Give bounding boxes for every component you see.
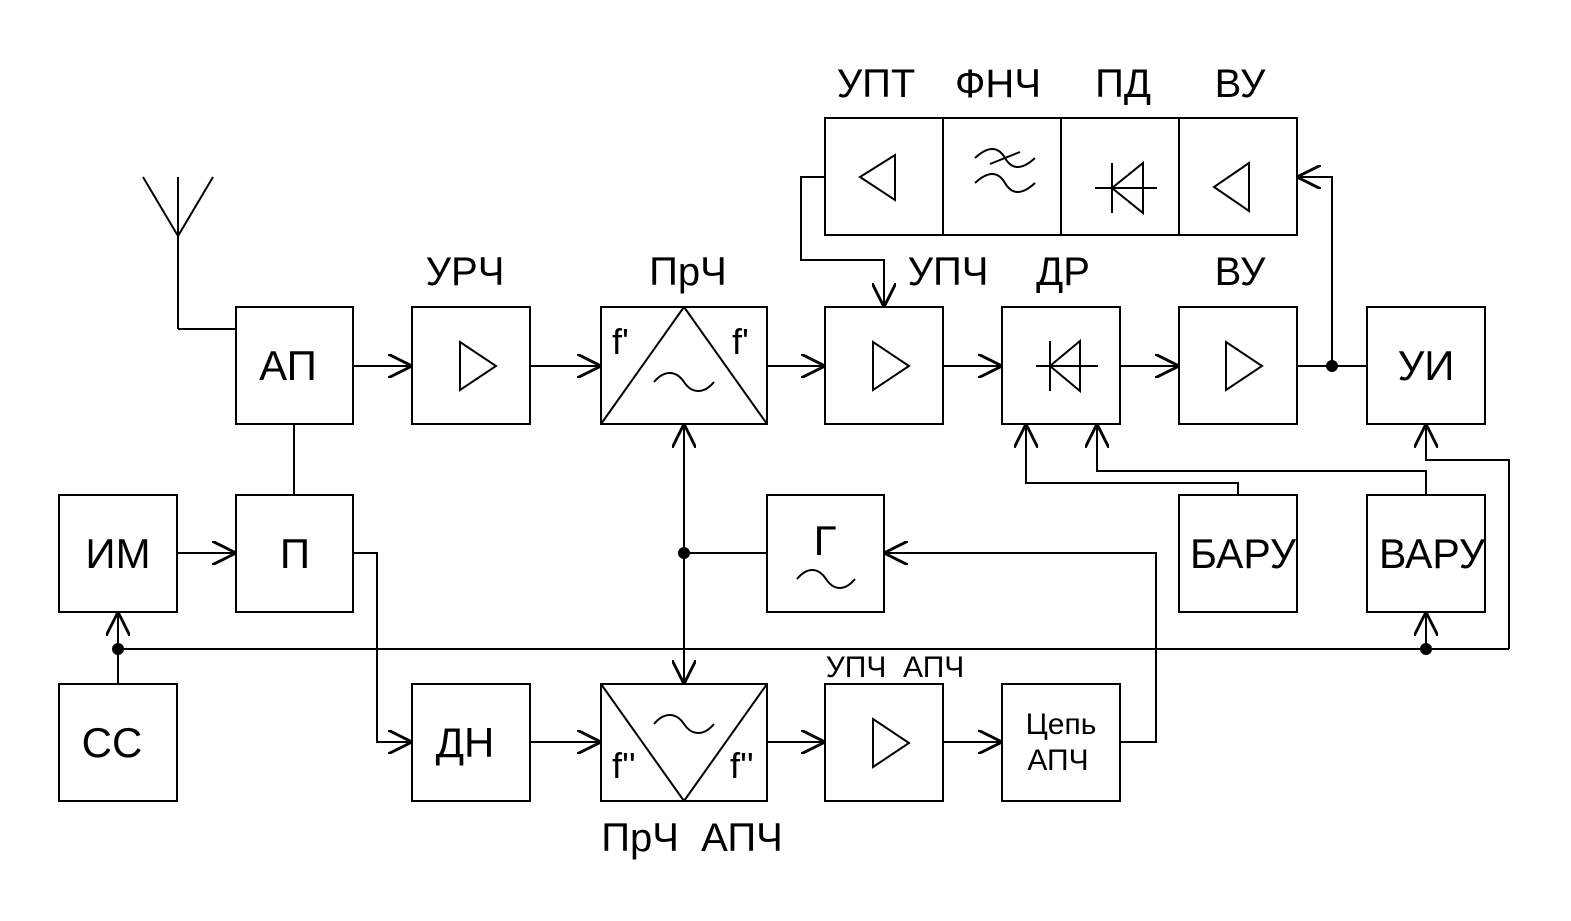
svg-text:ДН: ДН <box>436 719 495 766</box>
urch-block <box>411 306 531 425</box>
svg-text:ИМ: ИМ <box>85 530 150 577</box>
vu-top-block <box>1178 117 1298 236</box>
connection-lines <box>118 177 1510 742</box>
label-upch: УПЧ <box>908 250 989 294</box>
svg-text:СС: СС <box>82 719 143 766</box>
label-prch-apch: ПрЧ АПЧ <box>601 816 783 860</box>
prch-apch-mixer-block: f'' f'' <box>600 683 768 802</box>
upt-block <box>824 117 944 236</box>
p-block: П <box>235 494 354 613</box>
label-upch-apch: УПЧ АПЧ <box>826 651 965 684</box>
ui-block: УИ <box>1366 306 1486 425</box>
svg-text:УИ: УИ <box>1398 342 1455 389</box>
junction-dot <box>678 547 690 559</box>
tilde-icon <box>796 569 856 589</box>
svg-text:f': f' <box>732 321 749 362</box>
svg-text:ВАРУ: ВАРУ <box>1379 530 1485 577</box>
amplifier-right-icon <box>872 717 911 769</box>
tilde-icon <box>653 372 715 392</box>
label-vu: ВУ <box>1215 250 1266 294</box>
tilde-icon <box>653 714 715 734</box>
fnch-block <box>942 117 1062 236</box>
im-block: ИМ <box>58 494 178 613</box>
label-vu-top: ВУ <box>1215 62 1266 106</box>
label-upt: УПТ <box>837 62 916 106</box>
label-dr: ДР <box>1036 250 1090 294</box>
svg-text:f'': f'' <box>730 745 754 786</box>
dr-block <box>1001 306 1121 425</box>
label-pd: ПД <box>1095 62 1151 106</box>
amplifier-right-icon <box>1225 340 1264 392</box>
label-prch: ПрЧ <box>649 250 727 294</box>
pd-block <box>1060 117 1180 236</box>
varu-block: ВАРУ <box>1366 494 1486 613</box>
upch-block <box>824 306 944 425</box>
ap-block: АП <box>235 306 354 425</box>
svg-text:f': f' <box>612 321 629 362</box>
label-fnch: ФНЧ <box>955 62 1041 106</box>
svg-text:БАРУ: БАРУ <box>1190 530 1296 577</box>
junction-dot <box>112 643 124 655</box>
svg-text:АПЧ: АПЧ <box>1027 744 1088 777</box>
diode-left-icon <box>1095 160 1157 216</box>
ss-block: СС <box>58 683 178 802</box>
tilde-icon <box>974 173 1036 193</box>
vu-block <box>1178 306 1298 425</box>
apch-circuit-block: Цепь АПЧ <box>1001 683 1121 802</box>
amplifier-right-icon <box>459 340 498 392</box>
baru-block: БАРУ <box>1178 494 1298 613</box>
svg-text:Цепь: Цепь <box>1026 708 1097 741</box>
amplifier-left-icon <box>1212 161 1250 213</box>
g-generator-block: Г <box>766 494 885 613</box>
dn-block: ДН <box>411 683 531 802</box>
junction-dot <box>1420 643 1432 655</box>
amplifier-right-icon <box>872 340 911 392</box>
label-urch: УРЧ <box>426 250 505 294</box>
junction-dot <box>1326 360 1338 372</box>
svg-text:АП: АП <box>259 342 317 389</box>
prch-mixer-block: f' f' <box>600 306 768 425</box>
svg-text:Г: Г <box>814 517 837 564</box>
svg-text:П: П <box>280 530 310 577</box>
svg-text:f'': f'' <box>612 745 636 786</box>
amplifier-left-icon <box>858 153 896 202</box>
upch-apch-block <box>824 683 944 802</box>
diode-left-icon <box>1036 338 1098 394</box>
antenna-icon <box>142 176 236 330</box>
